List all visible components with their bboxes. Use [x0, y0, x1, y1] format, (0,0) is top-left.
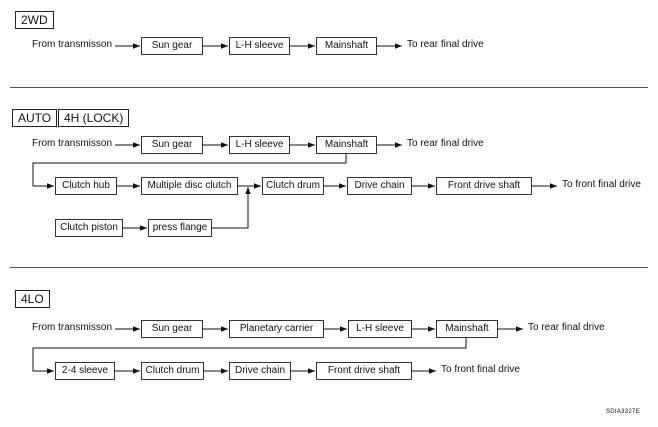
output-text: To front final drive	[562, 179, 641, 190]
flow-connector	[211, 187, 251, 229]
source-text: From transmisson	[32, 322, 113, 333]
source-text: From transmisson	[32, 39, 113, 50]
section-label-auto: AUTO	[12, 109, 58, 127]
node-clutch-piston: Clutch piston	[55, 219, 123, 237]
section-divider	[10, 267, 648, 268]
flow-connector	[32, 154, 347, 189]
output-text: To front final drive	[441, 364, 520, 375]
section-label-2wd: 2WD	[15, 11, 54, 29]
node-drive-chain: Drive chain	[347, 177, 412, 195]
section-divider	[10, 87, 648, 88]
section-label-4h-lock: 4H (LOCK)	[58, 109, 130, 127]
node-multiple-disc-clutch: Multiple disc clutch	[141, 177, 238, 195]
node-lh-sleeve: L-H sleeve	[229, 136, 290, 154]
source-text: From transmisson	[32, 138, 113, 149]
output-text: To rear final drive	[407, 138, 484, 149]
flow-connector	[32, 338, 467, 374]
node-2-4-sleeve: 2-4 sleeve	[55, 362, 115, 380]
figure-code: SDIA3327E	[605, 409, 640, 415]
output-text: To rear final drive	[407, 39, 484, 50]
output-text: To rear final drive	[528, 322, 605, 333]
section-label-4lo: 4LO	[15, 290, 50, 308]
